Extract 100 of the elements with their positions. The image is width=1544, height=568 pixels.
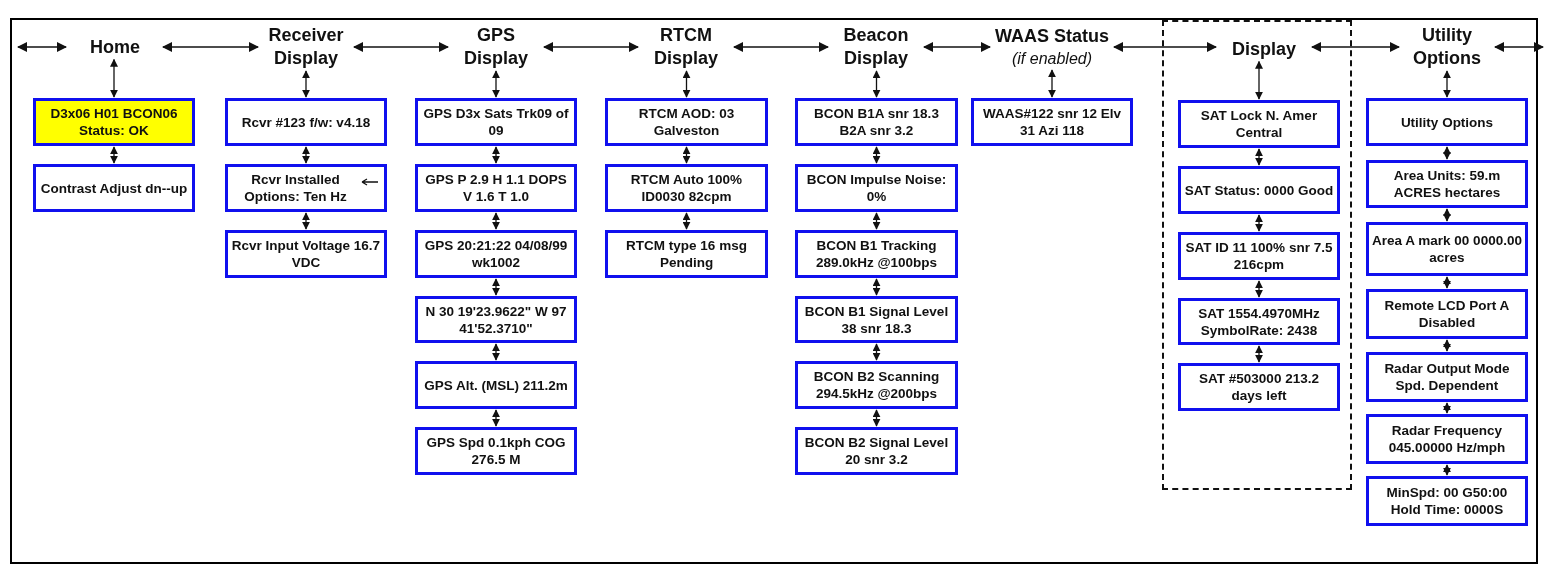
menu-heading: RTCM Display xyxy=(643,24,729,70)
display-text: SAT 1554.4970MHz SymbolRate: 2438 xyxy=(1197,304,1321,339)
display-box xyxy=(1366,414,1528,464)
display-text: Remote LCD Port A Disabled xyxy=(1383,297,1511,331)
display-box xyxy=(415,164,577,212)
display-box xyxy=(415,98,577,146)
double-arrow xyxy=(1113,42,1217,52)
double-arrow xyxy=(1311,42,1400,52)
display-box xyxy=(605,98,768,146)
display-box xyxy=(33,164,195,212)
display-text: Radar Frequency 045.00000 Hz/mph xyxy=(1387,422,1507,456)
display-text: SAT ID 11 100% snr 7.5 216cpm xyxy=(1184,239,1334,273)
double-arrow xyxy=(1048,69,1056,98)
display-text: Rcvr Input Voltage 16.7 VDC xyxy=(231,237,381,271)
display-text: SAT Lock N. Amer Central xyxy=(1199,107,1319,141)
display-text: Rcvr Installed Options: Ten Hz xyxy=(243,171,348,205)
double-arrow xyxy=(682,146,691,164)
double-arrow xyxy=(682,212,691,230)
menu-heading: Beacon Display xyxy=(833,24,919,70)
double-arrow xyxy=(1494,42,1544,52)
display-box xyxy=(971,98,1133,146)
display-text: N 30 19'23.9622" W 97 41'52.3710" xyxy=(424,302,568,337)
display-box xyxy=(1366,289,1528,339)
display-box xyxy=(795,361,958,409)
display-text: Area A mark 00 0000.00 acres xyxy=(1372,232,1522,266)
display-text: SAT Status: 0000 Good xyxy=(1184,181,1334,199)
display-box xyxy=(1178,298,1340,345)
menu-heading: Receiver Display xyxy=(263,24,349,70)
double-arrow xyxy=(872,146,881,164)
double-arrow xyxy=(1255,148,1263,166)
double-arrow xyxy=(302,212,310,230)
display-text: GPS Spd 0.1kph COG 276.5 M xyxy=(425,434,567,468)
double-arrow xyxy=(162,42,259,52)
double-arrow xyxy=(872,212,881,230)
menu-heading: Utility Options xyxy=(1404,24,1490,70)
menu-heading: Display xyxy=(1221,37,1307,61)
display-text: WAAS#122 snr 12 Elv 31 Azi 118 xyxy=(981,105,1123,139)
display-text: D3x06 H01 BCON06 Status: OK xyxy=(49,105,179,139)
display-box xyxy=(1178,166,1340,214)
display-text: GPS D3x Sats Trk09 of 09 xyxy=(422,105,570,139)
menu-heading: Home xyxy=(72,35,158,59)
display-box xyxy=(1366,352,1528,402)
display-box xyxy=(1366,160,1528,208)
double-arrow xyxy=(1255,345,1263,363)
display-box xyxy=(225,230,387,278)
display-box xyxy=(415,427,577,475)
display-box xyxy=(415,296,577,343)
display-text: BCON Impulse Noise: 0% xyxy=(805,171,948,205)
double-arrow xyxy=(872,278,881,296)
display-box xyxy=(795,427,958,475)
display-box xyxy=(1366,222,1528,276)
display-box xyxy=(415,361,577,409)
display-box xyxy=(795,98,958,146)
double-arrow xyxy=(17,42,67,52)
display-box xyxy=(605,164,768,212)
double-arrow xyxy=(302,146,310,164)
double-arrow xyxy=(872,409,881,427)
double-arrow xyxy=(543,42,639,52)
display-text: Rcvr #123 f/w: v4.18 xyxy=(241,113,371,131)
double-arrow xyxy=(872,70,881,98)
display-box xyxy=(1178,232,1340,280)
double-arrow xyxy=(1255,60,1263,100)
double-arrow xyxy=(1443,402,1451,414)
menu-heading: WAAS Status xyxy=(995,25,1109,48)
double-arrow xyxy=(492,70,500,98)
display-text: BCON B1 Tracking 289.0kHz @100bps xyxy=(814,237,939,271)
double-arrow xyxy=(1443,464,1451,476)
display-text: Utility Options xyxy=(1400,113,1494,131)
display-text: Contrast Adjust dn--up xyxy=(40,179,188,197)
display-text: Area Units: 59.m ACRES hectares xyxy=(1392,167,1502,201)
double-arrow xyxy=(1443,208,1451,222)
display-text: BCON B1A snr 18.3 B2A snr 3.2 xyxy=(813,105,940,139)
display-box xyxy=(415,230,577,278)
double-arrow xyxy=(492,278,500,296)
display-text: BCON B2 Signal Level 20 snr 3.2 xyxy=(803,434,950,468)
display-box xyxy=(605,230,768,278)
display-box xyxy=(1366,98,1528,146)
double-arrow xyxy=(1443,276,1451,289)
dashed-group-box xyxy=(1162,20,1352,490)
note-text: (if enabled) xyxy=(1011,49,1093,69)
display-text: BCON B1 Signal Level 38 snr 18.3 xyxy=(803,302,950,337)
display-box xyxy=(225,164,387,212)
double-arrow xyxy=(923,42,991,52)
display-box xyxy=(225,98,387,146)
double-arrow xyxy=(872,343,881,361)
menu-heading: GPS Display xyxy=(453,24,539,70)
double-arrow xyxy=(1255,214,1263,232)
double-arrow xyxy=(492,409,500,427)
display-box xyxy=(33,98,195,146)
display-box xyxy=(1366,476,1528,526)
double-arrow xyxy=(492,212,500,230)
display-text: BCON B2 Scanning 294.5kHz @200bps xyxy=(812,368,941,402)
display-text: GPS 20:21:22 04/08/99 wk1002 xyxy=(423,237,569,271)
display-text: GPS P 2.9 H 1.1 DOPS V 1.6 T 1.0 xyxy=(424,171,568,205)
double-arrow xyxy=(682,70,691,98)
display-text: RTCM AOD: 03 Galveston xyxy=(637,105,736,139)
double-arrow xyxy=(353,42,449,52)
double-arrow xyxy=(733,42,829,52)
display-text: RTCM Auto 100% ID0030 82cpm xyxy=(629,171,744,205)
display-box xyxy=(795,230,958,278)
